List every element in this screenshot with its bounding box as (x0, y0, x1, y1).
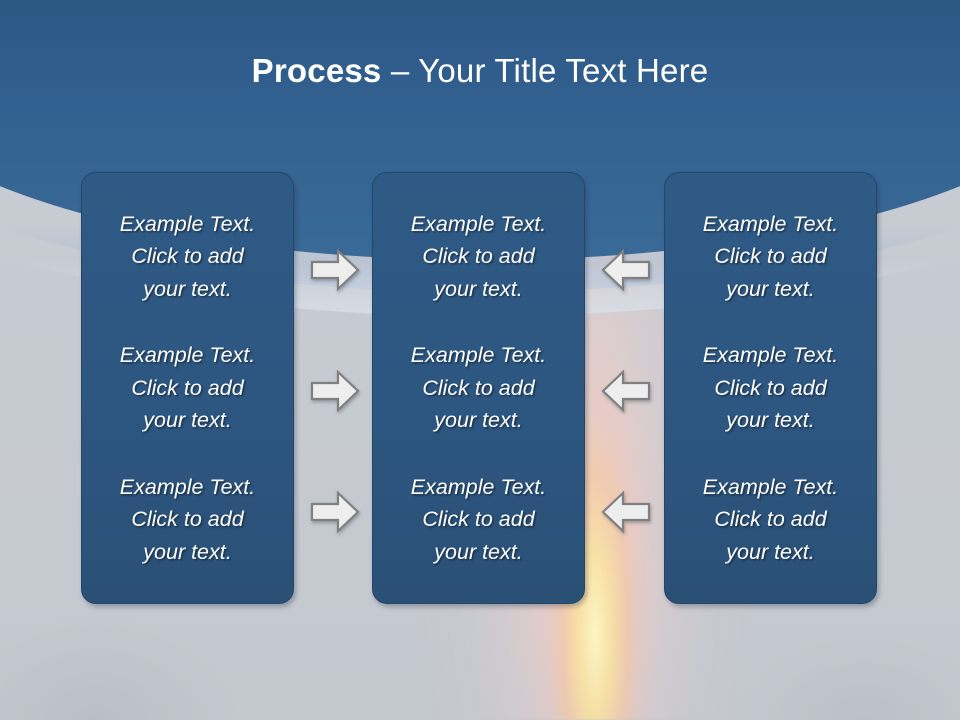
arrow-left-icon-1[interactable] (601, 248, 651, 292)
arrow-right-icon-1[interactable] (310, 248, 360, 292)
page-title-strong: Process (251, 52, 382, 89)
arrow-left-icon-3[interactable] (601, 490, 651, 534)
arrow-right-icon-2[interactable] (310, 369, 360, 413)
page-title: Process – Your Title Text Here (0, 50, 960, 92)
process-box-center[interactable]: Example Text. Click to add your text. Ex… (372, 172, 585, 604)
process-text-center-1[interactable]: Example Text. Click to add your text. (410, 211, 547, 301)
process-text-right-3[interactable]: Example Text. Click to add your text. (702, 474, 839, 564)
arrow-right-icon-3[interactable] (310, 490, 360, 534)
process-text-left-3[interactable]: Example Text. Click to add your text. (119, 474, 256, 564)
process-box-left[interactable]: Example Text. Click to add your text. Ex… (81, 172, 294, 604)
process-text-center-3[interactable]: Example Text. Click to add your text. (410, 474, 547, 564)
process-box-right[interactable]: Example Text. Click to add your text. Ex… (664, 172, 877, 604)
process-text-right-2[interactable]: Example Text. Click to add your text. (702, 343, 839, 433)
process-text-left-2[interactable]: Example Text. Click to add your text. (119, 343, 256, 433)
page-title-rest: – Your Title Text Here (381, 52, 709, 89)
process-text-center-2[interactable]: Example Text. Click to add your text. (410, 343, 547, 433)
process-text-left-1[interactable]: Example Text. Click to add your text. (119, 211, 256, 301)
arrow-left-icon-2[interactable] (601, 369, 651, 413)
process-text-right-1[interactable]: Example Text. Click to add your text. (702, 211, 839, 301)
